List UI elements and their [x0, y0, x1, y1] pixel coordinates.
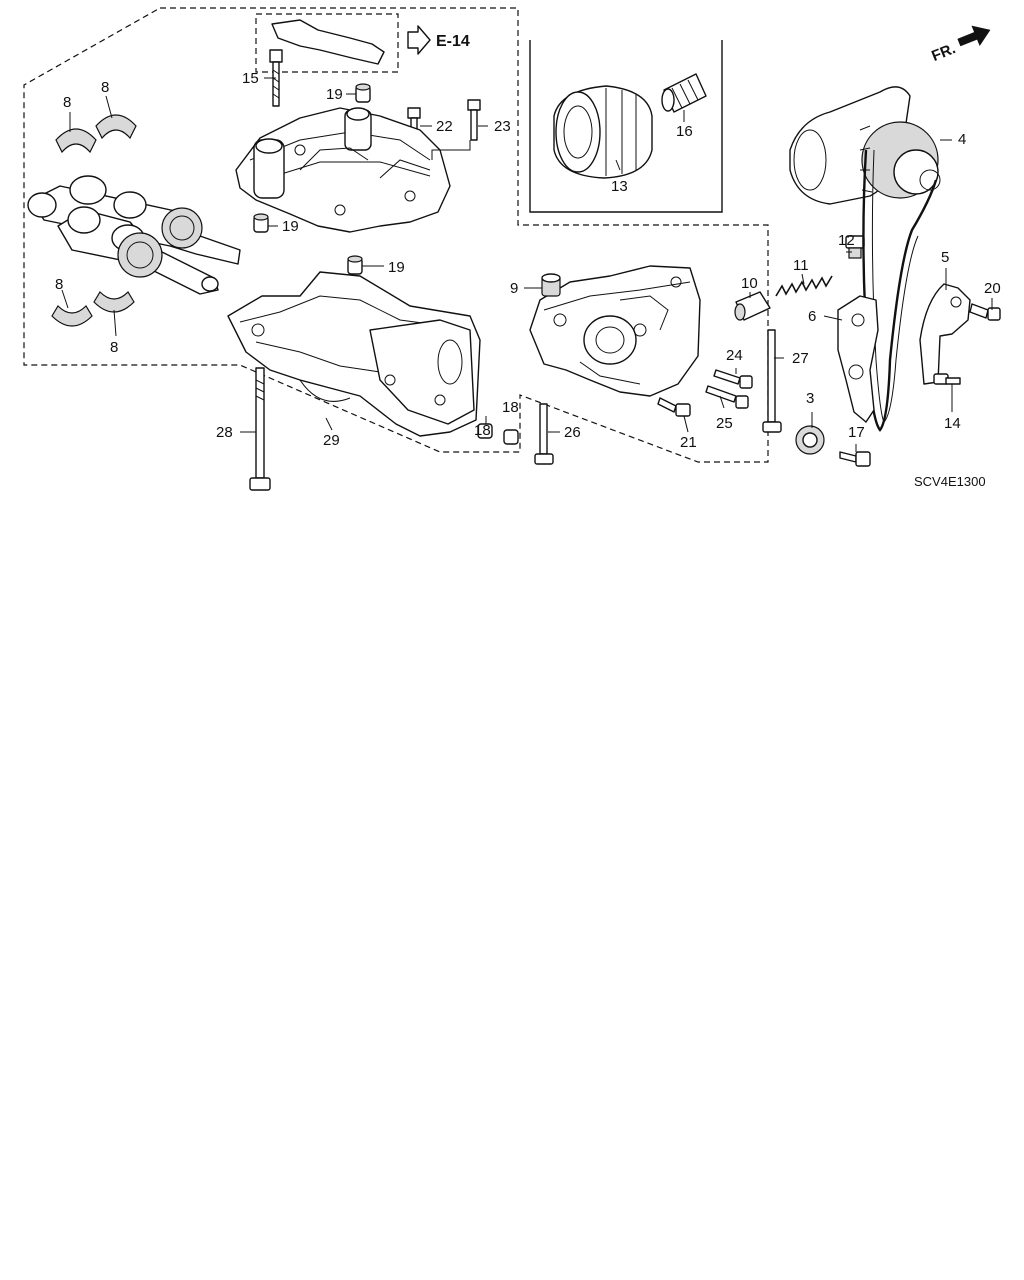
- callout-14: 14: [944, 415, 961, 432]
- callout-25: 25: [716, 415, 733, 432]
- callout-6: 6: [808, 308, 816, 325]
- callout-26: 26: [564, 424, 581, 441]
- dowel-18-right: [503, 429, 519, 445]
- callout-28: 28: [216, 424, 233, 441]
- callout-19-c: 19: [388, 259, 405, 276]
- bolt-14: [933, 373, 961, 385]
- callout-5: 5: [941, 249, 949, 266]
- bolt-28: [249, 367, 271, 491]
- front-direction-indicator: FR.: [929, 25, 991, 65]
- callout-20: 20: [984, 280, 1001, 297]
- bolt-15: [269, 49, 283, 107]
- relief-valve-10: [734, 291, 771, 321]
- callout-21: 21: [680, 434, 697, 451]
- callout-18-b: 18: [474, 422, 491, 439]
- bearing-shell-8-upper-right: [95, 114, 137, 140]
- dowel-19-top: [355, 83, 371, 103]
- callout-8-d: 8: [110, 339, 118, 356]
- callout-16: 16: [676, 123, 693, 140]
- upper-cover-outline: [255, 13, 399, 73]
- callout-8-b: 8: [101, 79, 109, 96]
- lower-balancer-housing: [227, 271, 481, 437]
- threaded-fitting-16: [661, 73, 707, 113]
- callout-11: 11: [793, 257, 809, 274]
- bolt-26: [534, 403, 554, 465]
- callout-15: 15: [242, 70, 259, 87]
- diagram-code: SCV4E1300: [914, 474, 986, 489]
- oil-pump-body: [529, 265, 701, 397]
- callout-18-a: 18: [502, 399, 519, 416]
- bearing-shell-8-upper-left: [55, 128, 97, 154]
- upper-balancer-housing: [235, 107, 451, 233]
- dowel-19-middle: [253, 213, 269, 233]
- dowel-19-lower: [347, 255, 363, 275]
- callout-23: 23: [494, 118, 511, 135]
- callout-17: 17: [848, 424, 865, 441]
- front-arrow-icon: [957, 25, 991, 47]
- bearing-shell-8-lower-right: [93, 291, 135, 313]
- bolt-17: [839, 451, 871, 467]
- upper-cover-plate: [271, 19, 385, 65]
- seal-9: [541, 273, 561, 297]
- drive-gear-3: [795, 425, 825, 455]
- leader-lines: [61, 77, 993, 452]
- drive-sprocket-assembly-4: [789, 86, 941, 205]
- callout-19-b: 19: [282, 218, 299, 235]
- bolt-24: [713, 369, 753, 389]
- bolt-25: [705, 385, 749, 409]
- bolt-23: [467, 99, 481, 141]
- dowel-18-left: [477, 423, 493, 439]
- callout-19-a: 19: [326, 86, 343, 103]
- bolt-27: [762, 329, 782, 433]
- timing-chain-outer: [871, 149, 919, 423]
- oil-filter-13: [553, 85, 653, 179]
- timing-chain: [862, 149, 938, 432]
- balancer-shaft-lower: [57, 206, 219, 295]
- callout-9: 9: [510, 280, 518, 297]
- bolt-21: [657, 397, 691, 417]
- callout-24: 24: [726, 347, 743, 364]
- callout-4: 4: [958, 131, 966, 148]
- callout-22: 22: [436, 118, 453, 135]
- bolt-20: [969, 303, 1001, 321]
- callout-29: 29: [323, 432, 340, 449]
- reference-label: E-14: [436, 33, 470, 50]
- callout-12: 12: [838, 232, 855, 249]
- callout-10: 10: [741, 275, 758, 292]
- callout-8-c: 8: [55, 276, 63, 293]
- front-label: FR.: [929, 40, 958, 65]
- callout-13: 13: [611, 178, 628, 195]
- callout-3: 3: [806, 390, 814, 407]
- bearing-shell-8-lower-left: [51, 305, 93, 327]
- chain-guide-6: [837, 295, 879, 423]
- oil-filter-outline: [529, 40, 723, 213]
- reference-arrow-icon: [407, 25, 431, 55]
- callout-27: 27: [792, 350, 809, 367]
- spring-11: [775, 275, 833, 297]
- balancer-group-outline: [23, 7, 769, 463]
- chain-tensioner-5: [919, 283, 971, 385]
- callout-8-a: 8: [63, 94, 71, 111]
